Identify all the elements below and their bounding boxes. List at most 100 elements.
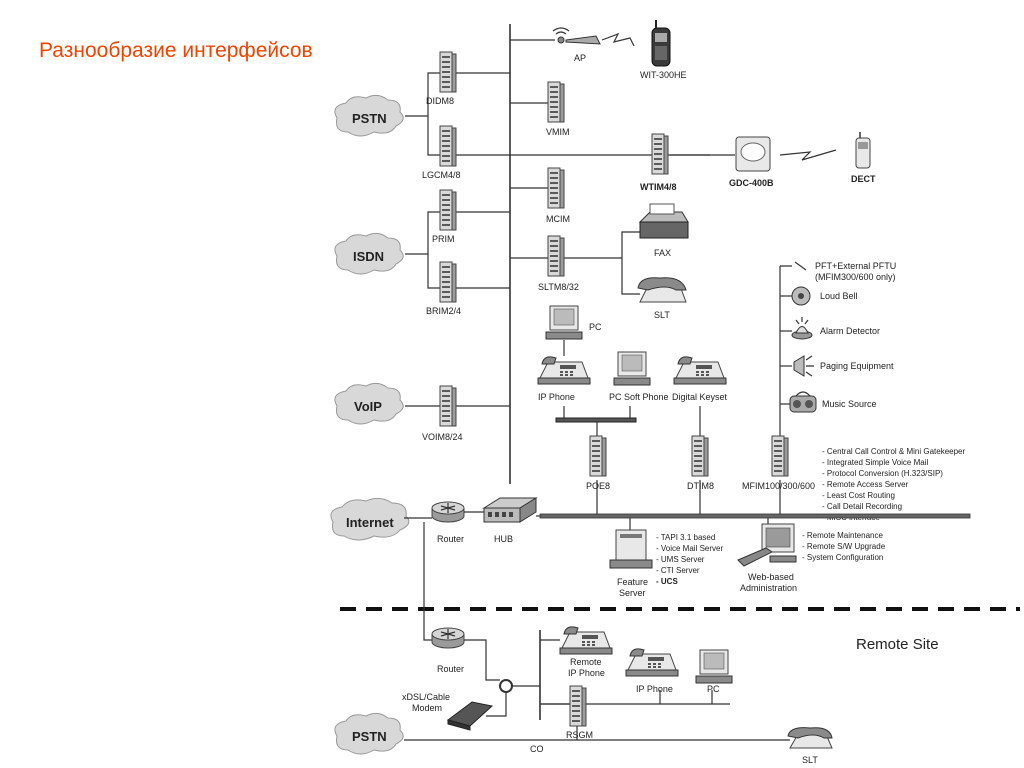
poe8-module: POE8 xyxy=(586,435,610,491)
wtim48-module: WTIM4/8 xyxy=(640,133,677,192)
isdn-label: ISDN xyxy=(353,249,384,264)
vmim-label: VMIM xyxy=(546,127,570,137)
ip-phone-label: IP Phone xyxy=(538,392,575,402)
internet-remote-router-link xyxy=(423,522,432,641)
internet-label: Internet xyxy=(346,515,394,530)
fax-device: FAX xyxy=(638,203,689,258)
sltm-slt-link xyxy=(621,258,640,295)
poe-patch-bar xyxy=(555,417,637,423)
loud-bell-label: Loud Bell xyxy=(820,291,858,301)
sltm832-module: SLTM8/32 xyxy=(538,235,579,292)
ap-device: AP xyxy=(552,27,635,63)
web-admin-item: - Remote S/W Upgrade xyxy=(802,542,886,551)
fax-label: FAX xyxy=(654,248,671,258)
feature-server-item: - TAPI 3.1 based xyxy=(656,533,715,542)
music-source-label: Music Source xyxy=(822,399,877,409)
remote-ip-phone-label-1: Remote xyxy=(570,657,602,667)
co-label: CO xyxy=(530,744,544,754)
rsgm-module: RSGM xyxy=(540,685,593,740)
pft-label-2: (MFIM300/600 only) xyxy=(815,272,896,282)
didm8-module: DIDM8 xyxy=(426,51,457,106)
remote-ring xyxy=(499,679,513,693)
pft-label-1: PFT+External PFTU xyxy=(815,261,896,271)
feature-server-label-2: Server xyxy=(619,588,646,598)
wit300he-label: WIT-300HE xyxy=(640,70,687,80)
router-label: Router xyxy=(437,534,464,544)
mfim-label: MFIM100/300/600 xyxy=(742,481,815,491)
mfim-feature-list: - Central Call Control & Mini Gatekeeper… xyxy=(822,447,966,522)
remote-ip-phone-b-label: IP Phone xyxy=(636,684,673,694)
pstn-didm-link xyxy=(405,72,440,117)
alarm-detector-label: Alarm Detector xyxy=(820,326,880,336)
pstn-bottom-cloud: PSTN xyxy=(334,712,404,755)
remote-pc-device: PC xyxy=(695,649,733,694)
feature-server-list: - TAPI 3.1 based - Voice Mail Server - U… xyxy=(656,533,723,586)
ap-label: AP xyxy=(574,53,586,63)
voim824-label: VOIM8/24 xyxy=(422,432,463,442)
gdc400b-label: GDC-400B xyxy=(729,178,774,188)
paging-equipment-device: Paging Equipment xyxy=(780,355,894,377)
remote-ip-phone-device: Remote IP Phone xyxy=(540,626,613,678)
alarm-detector-device: Alarm Detector xyxy=(780,317,880,340)
feature-server-item: - CTI Server xyxy=(656,566,700,575)
web-admin-list: - Remote Maintenance - Remote S/W Upgrad… xyxy=(802,531,886,562)
dect-label: DECT xyxy=(851,174,876,184)
voim824-module: VOIM8/24 xyxy=(422,385,463,442)
sltm-fax-link xyxy=(562,231,640,259)
lgcm48-label: LGCM4/8 xyxy=(422,170,461,180)
remote-slt-phone: SLT xyxy=(787,727,833,765)
didm8-label: DIDM8 xyxy=(426,96,454,106)
modem-device: xDSL/Cable Modem xyxy=(402,692,494,731)
remote-ip-phone-label-2: IP Phone xyxy=(568,668,605,678)
mcim-module: MCIM xyxy=(546,167,570,224)
pc-label: PC xyxy=(589,322,602,332)
slide-title: Разнообразие интерфейсов xyxy=(39,39,313,62)
remote-router-device: Router xyxy=(431,627,465,674)
lan-server-links xyxy=(629,518,769,530)
voip-label: VoIP xyxy=(354,399,382,414)
web-admin-item: - System Configuration xyxy=(802,553,883,562)
mfim-feature: - Call Detail Recording xyxy=(822,502,902,511)
mfim-feature: - Central Call Control & Mini Gatekeeper xyxy=(822,447,966,456)
web-admin-label-1: Web-based xyxy=(748,572,794,582)
isdn-cloud: ISDN xyxy=(334,232,404,275)
mfim-feature: - Least Cost Routing xyxy=(822,491,895,500)
pc-soft-phone-label: PC Soft Phone xyxy=(609,392,669,402)
poe8-label: POE8 xyxy=(586,481,610,491)
feature-server-device: Feature Server xyxy=(609,529,653,598)
pc-soft-phone-device: PC Soft Phone xyxy=(609,351,669,402)
router-device: Router xyxy=(431,501,465,544)
slt-label: SLT xyxy=(654,310,670,320)
mfim-feature: - Integrated Simple Voice Mail xyxy=(822,458,928,467)
slt-phone: SLT xyxy=(637,277,687,320)
mfim-feature: - Remote Access Server xyxy=(822,480,909,489)
web-admin-device: Web-based Administration xyxy=(737,523,797,593)
wtim48-label: WTIM4/8 xyxy=(640,182,677,192)
remote-router-ring-link xyxy=(464,639,500,681)
modem-label-2: Modem xyxy=(412,703,442,713)
web-admin-label-2: Administration xyxy=(740,583,797,593)
feature-server-label-1: Feature xyxy=(617,577,648,587)
remote-pc-label: PC xyxy=(707,684,720,694)
pstn-lgcm-link xyxy=(427,116,440,156)
isdn-prim-link xyxy=(405,211,440,255)
feature-server-item: - Voice Mail Server xyxy=(656,544,723,553)
music-source-device: Music Source xyxy=(780,391,877,413)
pft-switch xyxy=(780,261,807,271)
remote-lan-drops xyxy=(659,690,713,704)
lan-backbone xyxy=(539,513,971,519)
remote-site-label: Remote Site xyxy=(856,636,939,653)
prim-module: PRIM xyxy=(432,189,457,244)
gdc400b-device: GDC-400B xyxy=(729,136,774,188)
wit300he-phone: WIT-300HE xyxy=(640,20,687,80)
mfim-feature: - Protocol Conversion (H.323/SIP) xyxy=(822,469,943,478)
pstn-top-cloud: PSTN xyxy=(334,94,404,137)
lgcm48-module: LGCM4/8 xyxy=(422,125,461,180)
ring-modem-link xyxy=(486,692,507,717)
voip-cloud: VoIP xyxy=(334,382,404,425)
web-admin-item: - Remote Maintenance xyxy=(802,531,883,540)
internet-cloud: Internet xyxy=(330,497,410,541)
dect-radio-link xyxy=(779,149,837,161)
digital-keyset-device: Digital Keyset xyxy=(672,356,728,402)
